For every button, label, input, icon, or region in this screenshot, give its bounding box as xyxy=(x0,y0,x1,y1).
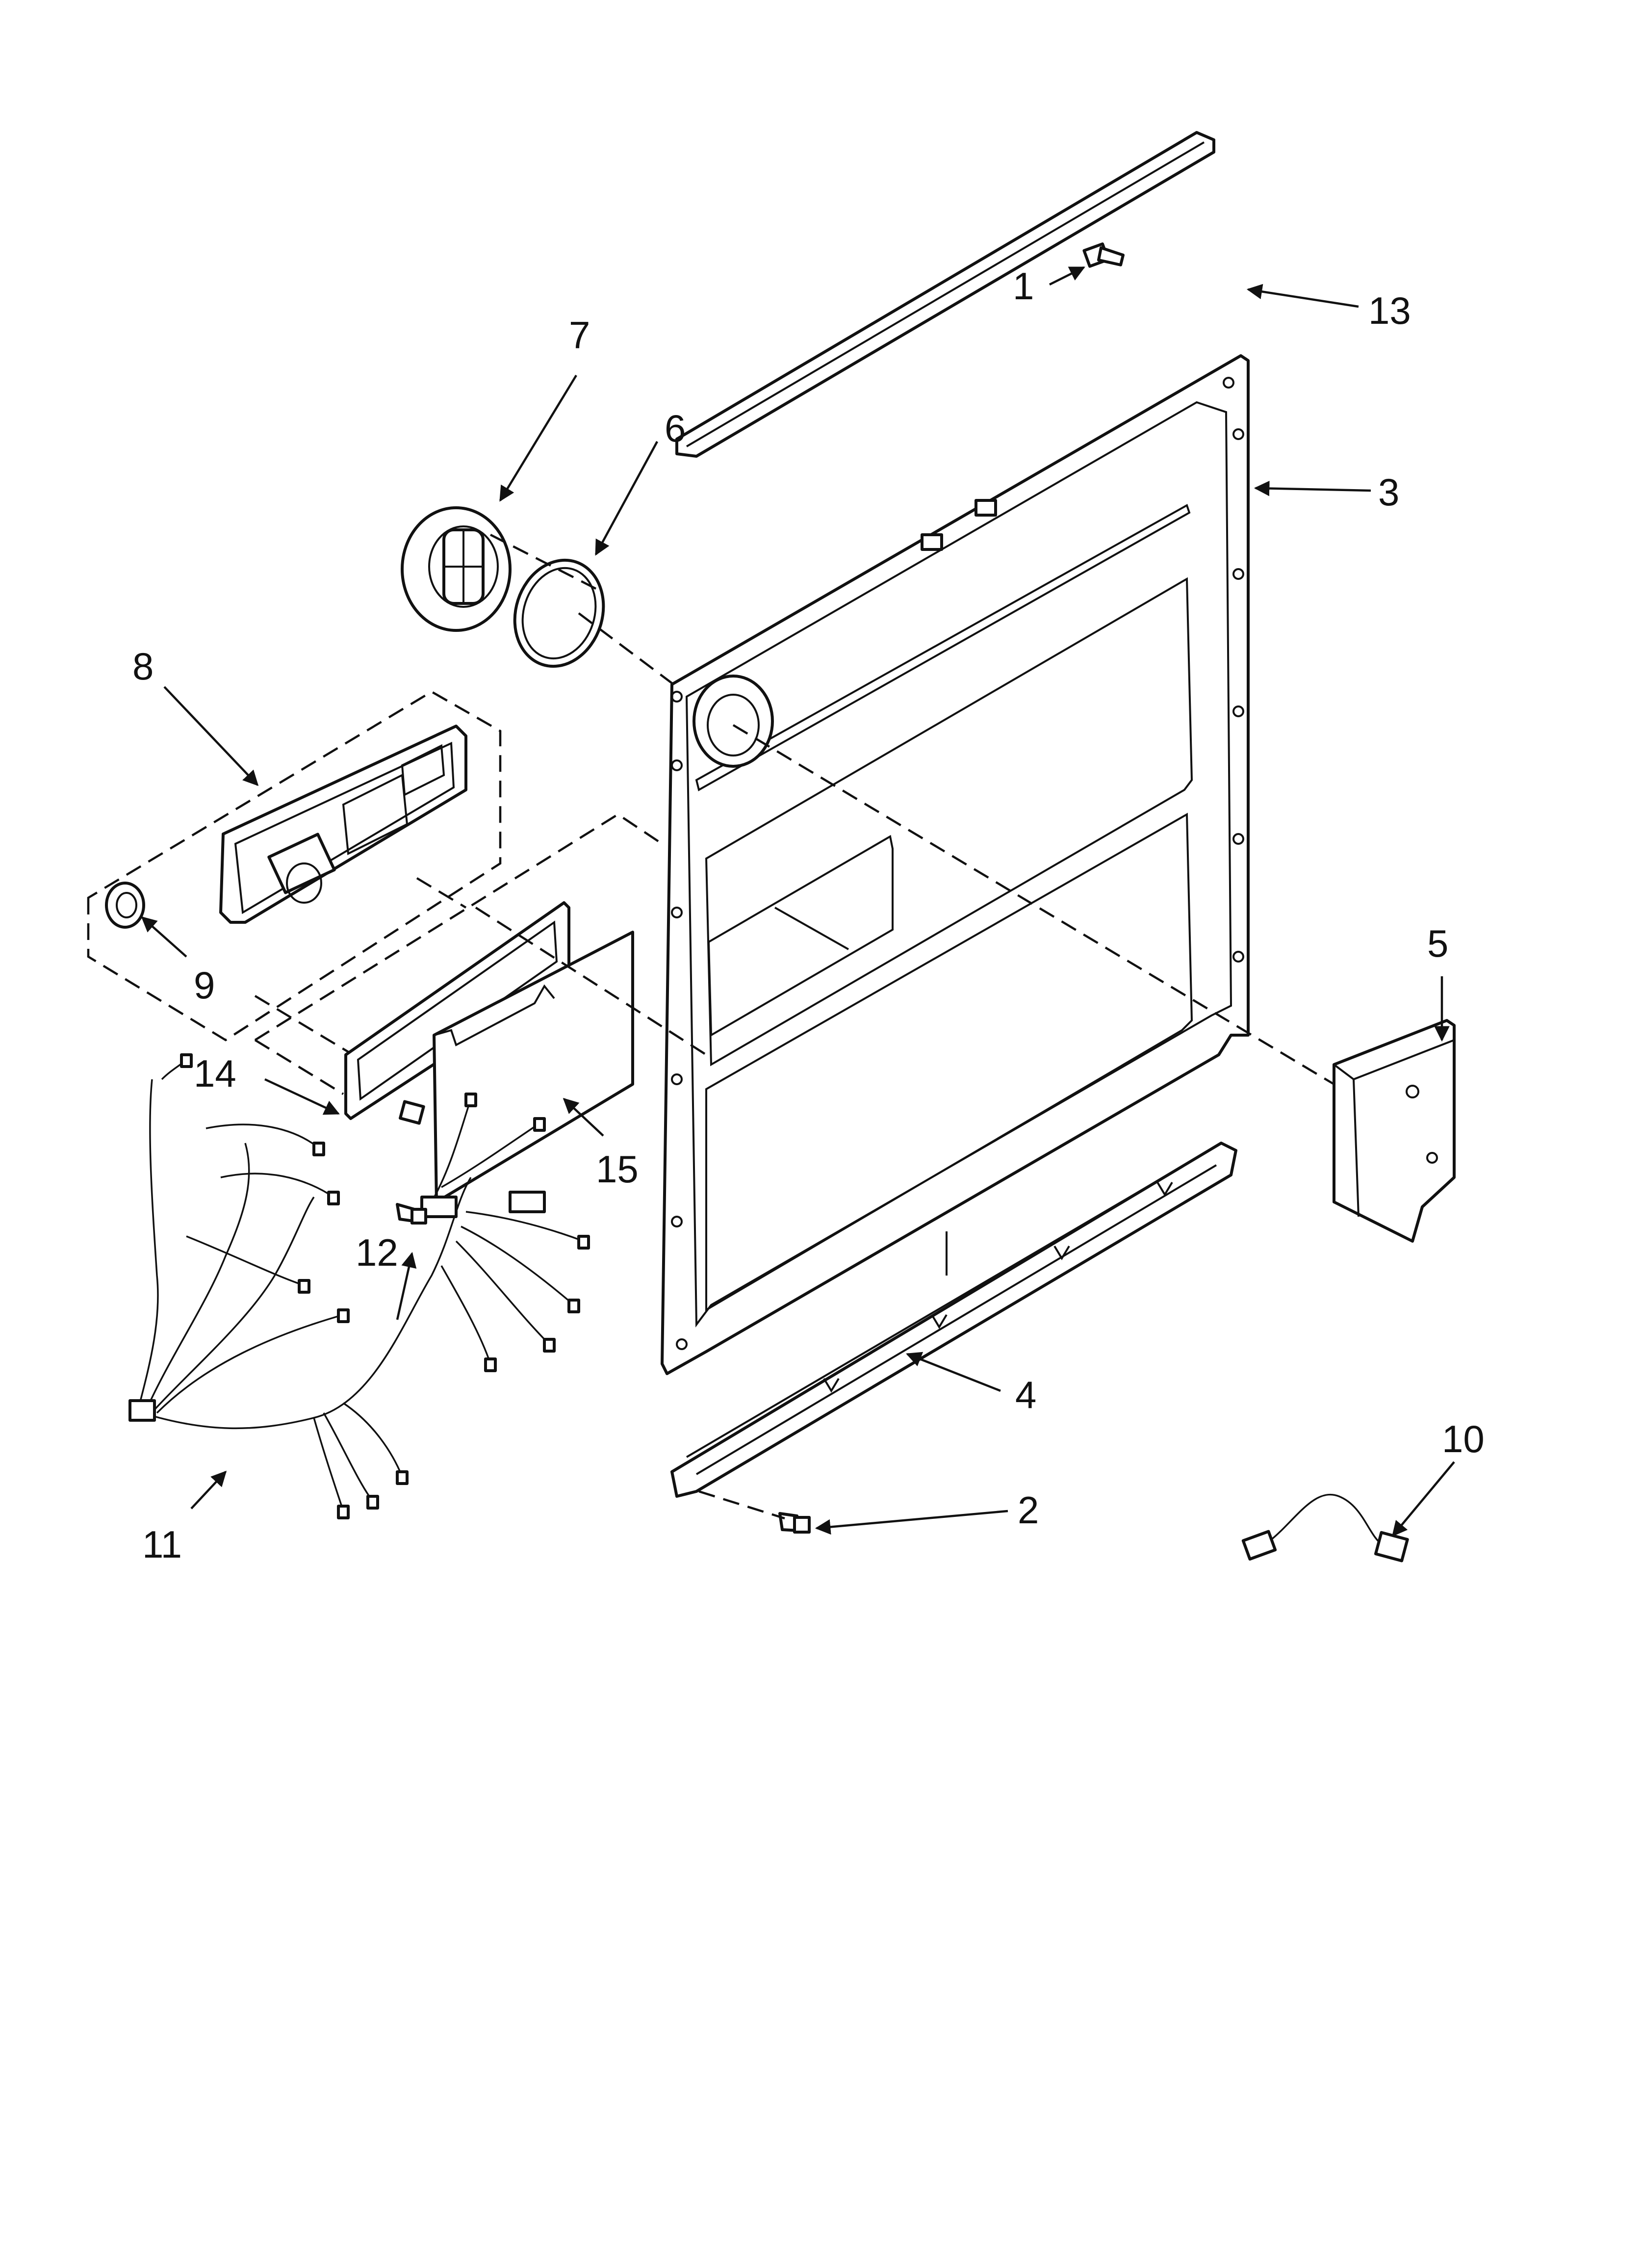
panel-screw-holes xyxy=(671,377,1244,1350)
top-trim xyxy=(675,131,1215,458)
screw-part-12 xyxy=(396,1203,427,1225)
vent-gasket xyxy=(513,558,605,668)
control-housing xyxy=(87,690,502,1042)
vent-housing xyxy=(1333,1019,1456,1243)
callout-11: 11 xyxy=(142,1523,182,1566)
callout-10: 10 xyxy=(1442,1417,1485,1460)
leader-lines xyxy=(141,266,1455,1537)
callout-7: 7 xyxy=(569,313,590,357)
callout-13: 13 xyxy=(1368,289,1411,332)
harness-connectors xyxy=(180,1053,590,1519)
callout-6: 6 xyxy=(665,407,686,450)
callout-9: 9 xyxy=(194,964,215,1007)
callout-14: 14 xyxy=(194,1052,236,1095)
callout-1: 1 xyxy=(1013,264,1034,308)
callout-12: 12 xyxy=(356,1231,398,1274)
callout-4: 4 xyxy=(1015,1373,1036,1416)
bottom-trim xyxy=(670,1142,1237,1498)
callout-8: 8 xyxy=(132,645,154,688)
callout-2: 2 xyxy=(1018,1488,1039,1532)
screw-part-1 xyxy=(1082,242,1125,268)
screw-part-2 xyxy=(778,1512,811,1534)
callout-3: 3 xyxy=(1378,470,1399,514)
callout-labels: 1 13 3 7 6 8 9 5 14 15 12 4 10 2 11 xyxy=(132,264,1485,1566)
inner-door-panel xyxy=(661,354,1250,1375)
callout-15: 15 xyxy=(596,1147,639,1191)
wire-harness xyxy=(128,1053,590,1519)
vent-cap xyxy=(401,506,512,632)
jumper-wire xyxy=(1241,1493,1409,1563)
callout-5: 5 xyxy=(1427,922,1448,965)
alignment-lines xyxy=(475,533,1335,1520)
control-knob xyxy=(105,882,145,929)
